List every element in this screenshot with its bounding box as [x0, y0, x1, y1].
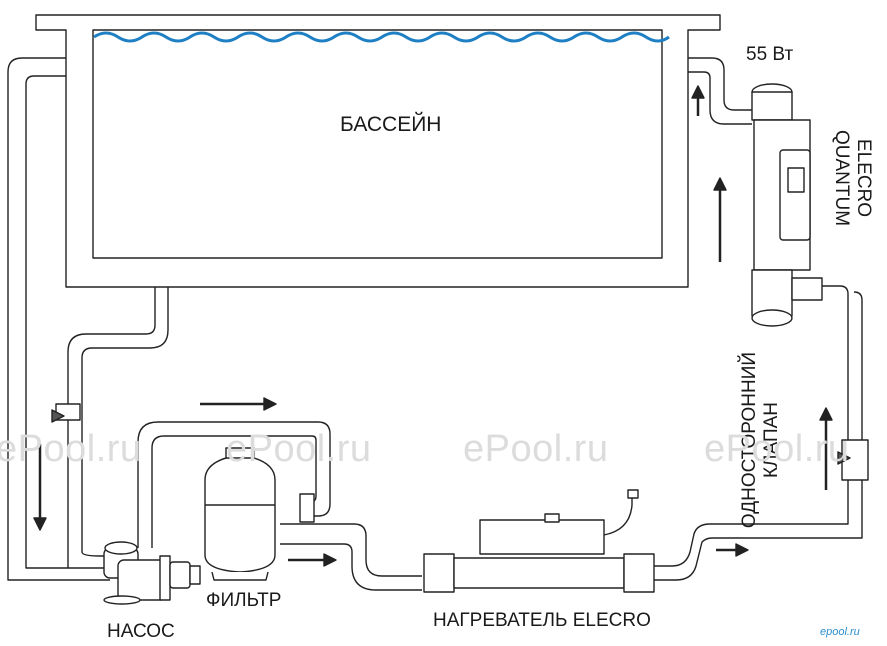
drain-pipe	[67, 287, 169, 568]
water-surface	[93, 31, 670, 43]
heater-label: НАГРЕВАТЕЛЬ ELECRO	[433, 610, 651, 631]
filter-to-heater-pipe	[280, 523, 422, 591]
site-link[interactable]: epool.ru	[820, 626, 860, 638]
skimmer-pipe	[7, 57, 110, 581]
pump	[103, 541, 201, 605]
watermark: ePool.ru	[704, 428, 850, 470]
watermark: ePool.ru	[226, 428, 372, 470]
sand-filter	[204, 447, 276, 581]
electric-heater	[423, 489, 655, 593]
pump-label: НАСОС	[107, 621, 175, 642]
pool-basin	[35, 14, 721, 288]
return-pipe	[688, 57, 752, 125]
filter-label: ФИЛЬТР	[206, 590, 282, 611]
watermark: ePool.ru	[0, 428, 142, 470]
quantum-label: ELECRO QUANTUM	[831, 129, 874, 227]
pool-label: БАССЕЙН	[340, 113, 442, 136]
uv-quantum-unit	[751, 83, 823, 327]
heater-to-quantum-pipe	[654, 285, 863, 581]
power-rating-label: 55 Вт	[746, 44, 794, 65]
flow-arrows	[33, 85, 833, 567]
watermark: ePool.ru	[463, 428, 609, 470]
